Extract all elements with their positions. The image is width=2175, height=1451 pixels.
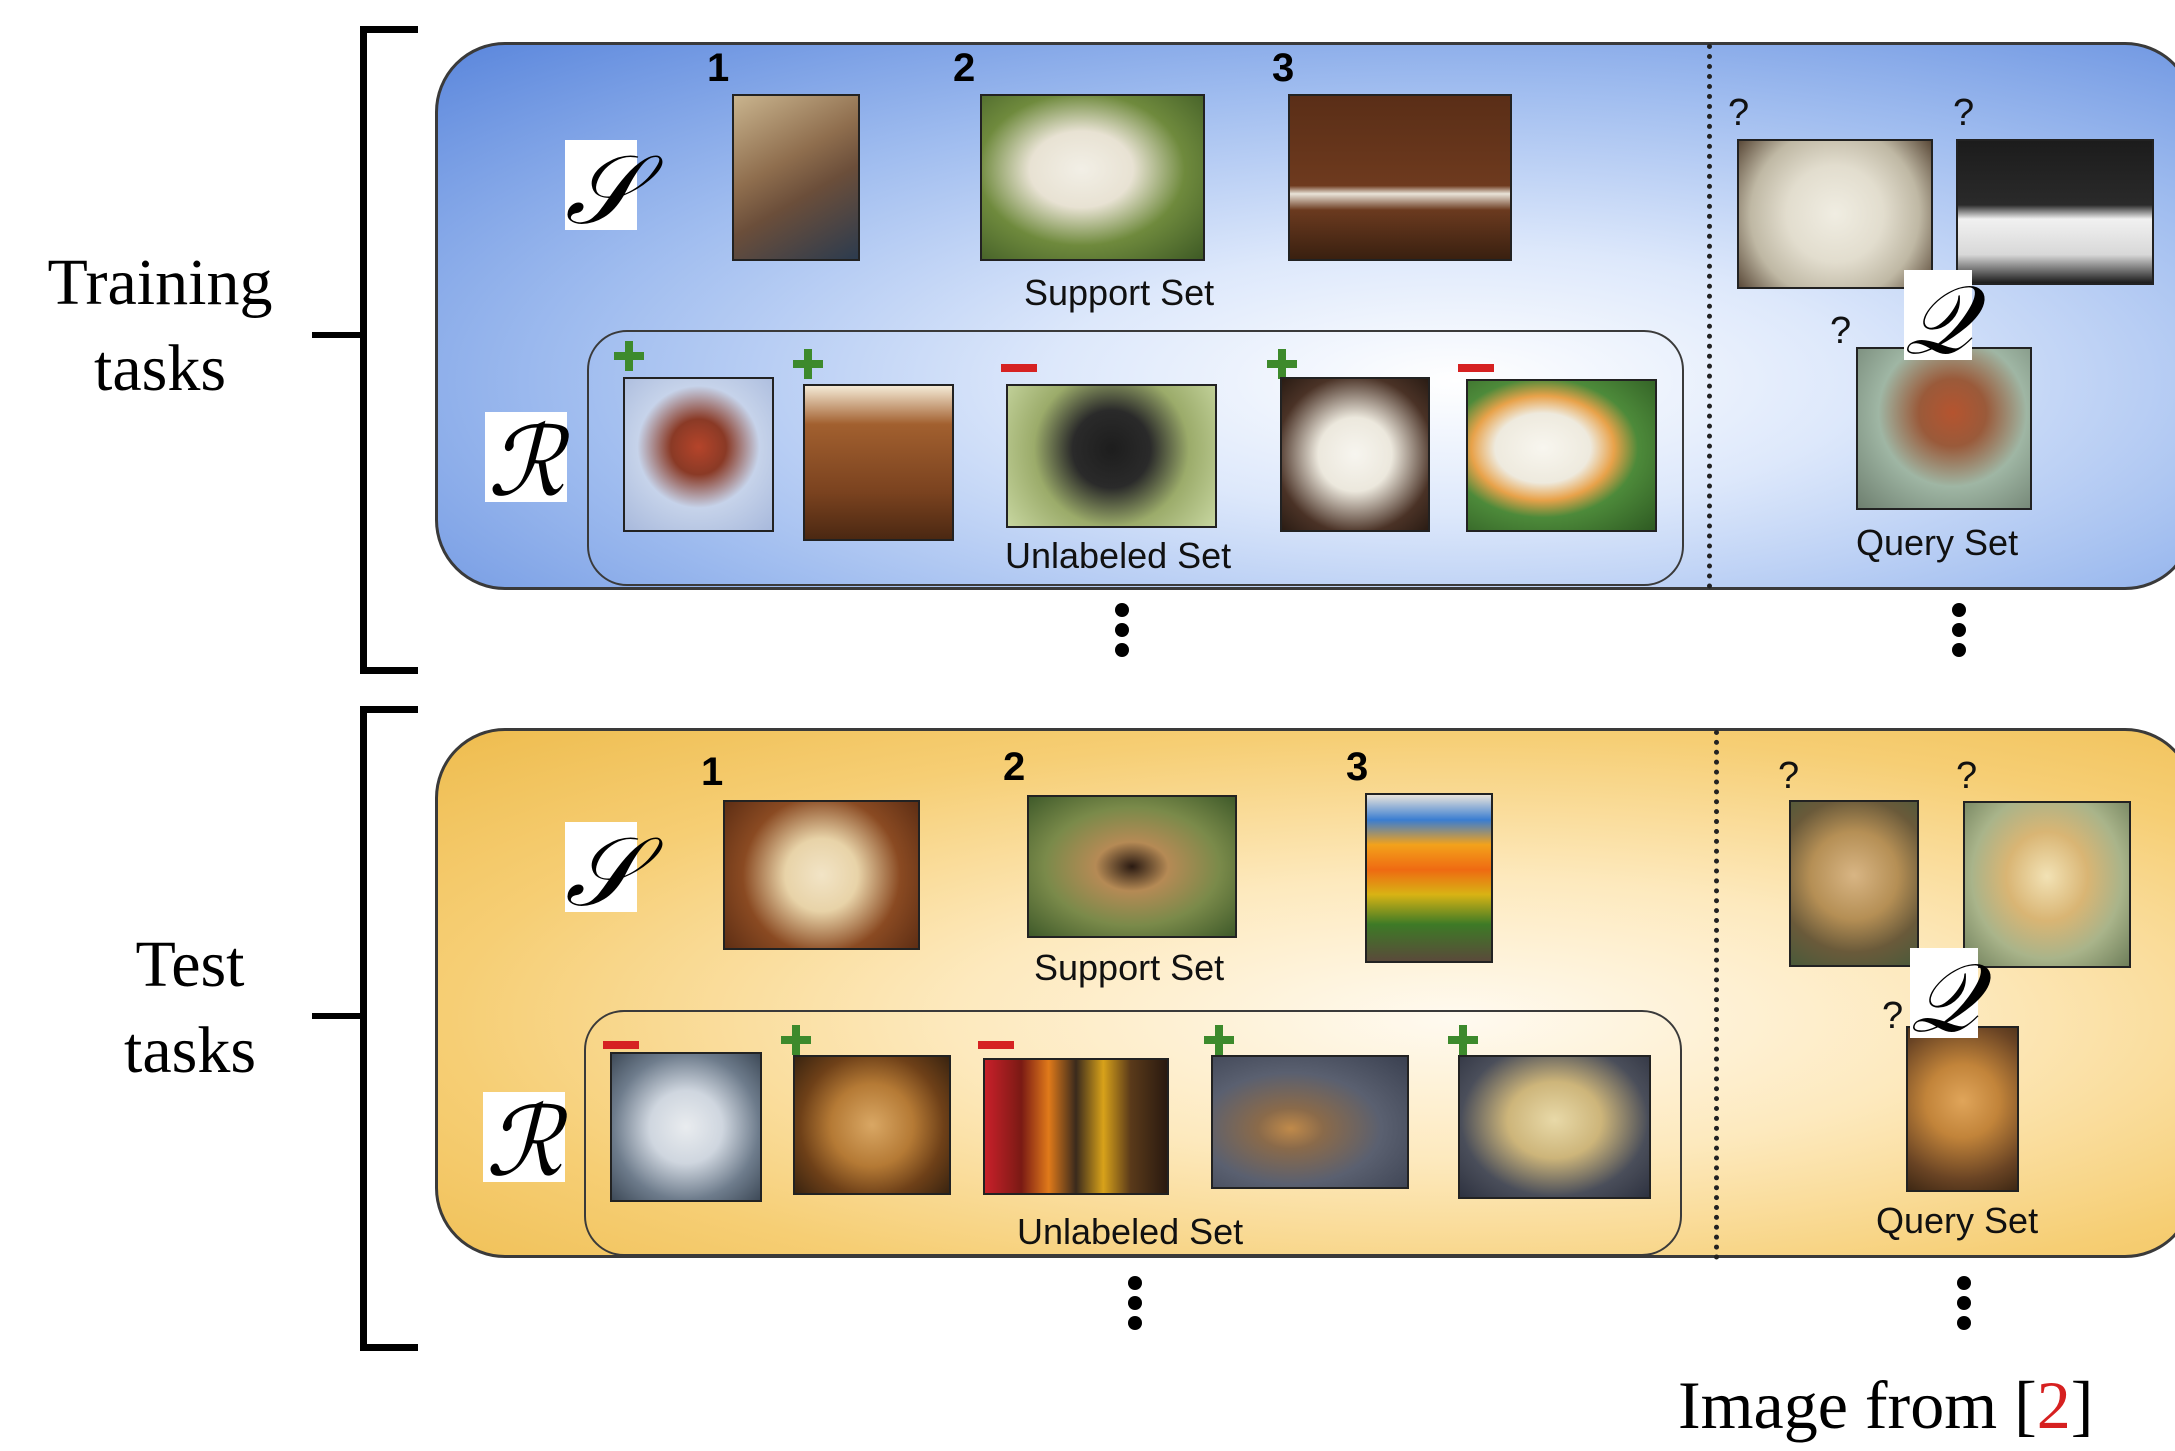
training-query-mark-3: ? [1830,310,1852,352]
training-divider [1707,44,1712,589]
training-query-mark-2: ? [1953,92,1975,134]
test-unlabeled-minus-1 [603,1041,639,1049]
test-support-ellipsis [1128,1276,1142,1336]
test-unlabeled-caption: Unlabeled Set [1017,1211,1244,1252]
training-label-line1: Training [47,246,273,319]
test-label-line1: Test [135,928,245,1001]
test-unlabeled-symbol: ℛ [483,1092,565,1192]
test-unlabeled-image-lion [793,1055,951,1195]
training-support-image-white-dog [980,94,1205,261]
training-unlabeled-minus-5 [1458,364,1494,372]
training-support-symbol: 𝒮 [565,134,640,246]
training-unlabeled-minus-3 [1001,364,1037,372]
test-unlabeled-image-white-wolf [610,1052,762,1202]
test-tasks-label: Test tasks [50,922,330,1094]
training-query-image-bird [1856,347,2032,510]
training-unlabeled-image-duck [1466,379,1657,532]
training-query-caption: Query Set [1856,522,2019,563]
training-support-ellipsis [1115,603,1129,663]
test-unlabeled-image-bowls [1458,1055,1651,1199]
training-support-number-2: 2 [953,46,976,90]
training-unlabeled-caption: Unlabeled Set [1005,535,1232,576]
training-unlabeled-plus-2 [793,349,823,379]
test-query-mark-3: ? [1882,995,1904,1037]
training-label-line2: tasks [94,332,226,405]
training-unlabeled-image-bird [623,377,774,532]
training-support-number-1: 1 [707,46,730,90]
test-query-symbol: 𝒬 [1910,942,1979,1054]
test-support-caption: Support Set [1034,947,1225,988]
training-query-image-piano-keys [1956,139,2154,285]
test-support-number-1: 1 [701,750,724,794]
test-query-mark-1: ? [1778,755,1800,797]
training-unlabeled-symbol: ℛ [485,412,567,512]
test-query-mark-2: ? [1956,755,1978,797]
test-support-number-3: 3 [1346,745,1369,789]
test-unlabeled-set-box [584,1010,1682,1256]
credit-reference-link[interactable]: 2 [2036,1367,2071,1443]
training-query-image-white-dog [1737,139,1933,289]
test-query-ellipsis [1957,1276,1971,1336]
training-support-caption: Support Set [1024,272,1215,313]
training-query-ellipsis [1952,603,1966,663]
test-bracket [360,706,418,1351]
test-unlabeled-plus-4 [1204,1025,1234,1055]
training-unlabeled-set-box [587,330,1684,586]
test-support-image-lion [1027,795,1237,938]
test-support-symbol: 𝒮 [565,816,640,928]
test-unlabeled-image-deer [1211,1055,1409,1189]
test-query-image-golden-retriever [1906,1026,2019,1192]
image-credit: Image from [2] [1678,1366,2093,1445]
training-support-image-piano [1288,94,1512,261]
training-unlabeled-plus-1 [614,341,644,371]
test-bracket-tick [312,1013,364,1019]
test-unlabeled-image-bottles [983,1058,1169,1195]
training-query-symbol: 𝒬 [1904,264,1973,376]
training-support-number-3: 3 [1272,46,1295,90]
test-unlabeled-plus-5 [1448,1025,1478,1055]
test-support-image-stacked-bowls [1365,793,1493,963]
test-query-image-bowl [1963,801,2131,968]
test-divider [1714,730,1719,1260]
training-bracket [360,26,418,674]
test-unlabeled-minus-3 [978,1041,1014,1049]
credit-prefix: Image from [ [1678,1367,2037,1443]
test-support-image-golden-dog [723,800,920,950]
test-unlabeled-plus-2 [781,1025,811,1055]
training-unlabeled-image-piano [803,384,954,541]
training-query-mark-1: ? [1728,92,1750,134]
training-unlabeled-image-white-puppy [1280,377,1430,532]
training-unlabeled-plus-4 [1267,349,1297,379]
training-tasks-label: Training tasks [20,240,300,412]
training-unlabeled-image-black-dog [1006,384,1217,528]
test-support-number-2: 2 [1003,745,1026,789]
test-query-caption: Query Set [1876,1200,2039,1241]
training-support-image-bird [732,94,860,261]
credit-suffix: ] [2070,1367,2094,1443]
test-query-image-lion [1789,800,1919,967]
test-label-line2: tasks [124,1014,256,1087]
training-bracket-tick [312,332,364,338]
